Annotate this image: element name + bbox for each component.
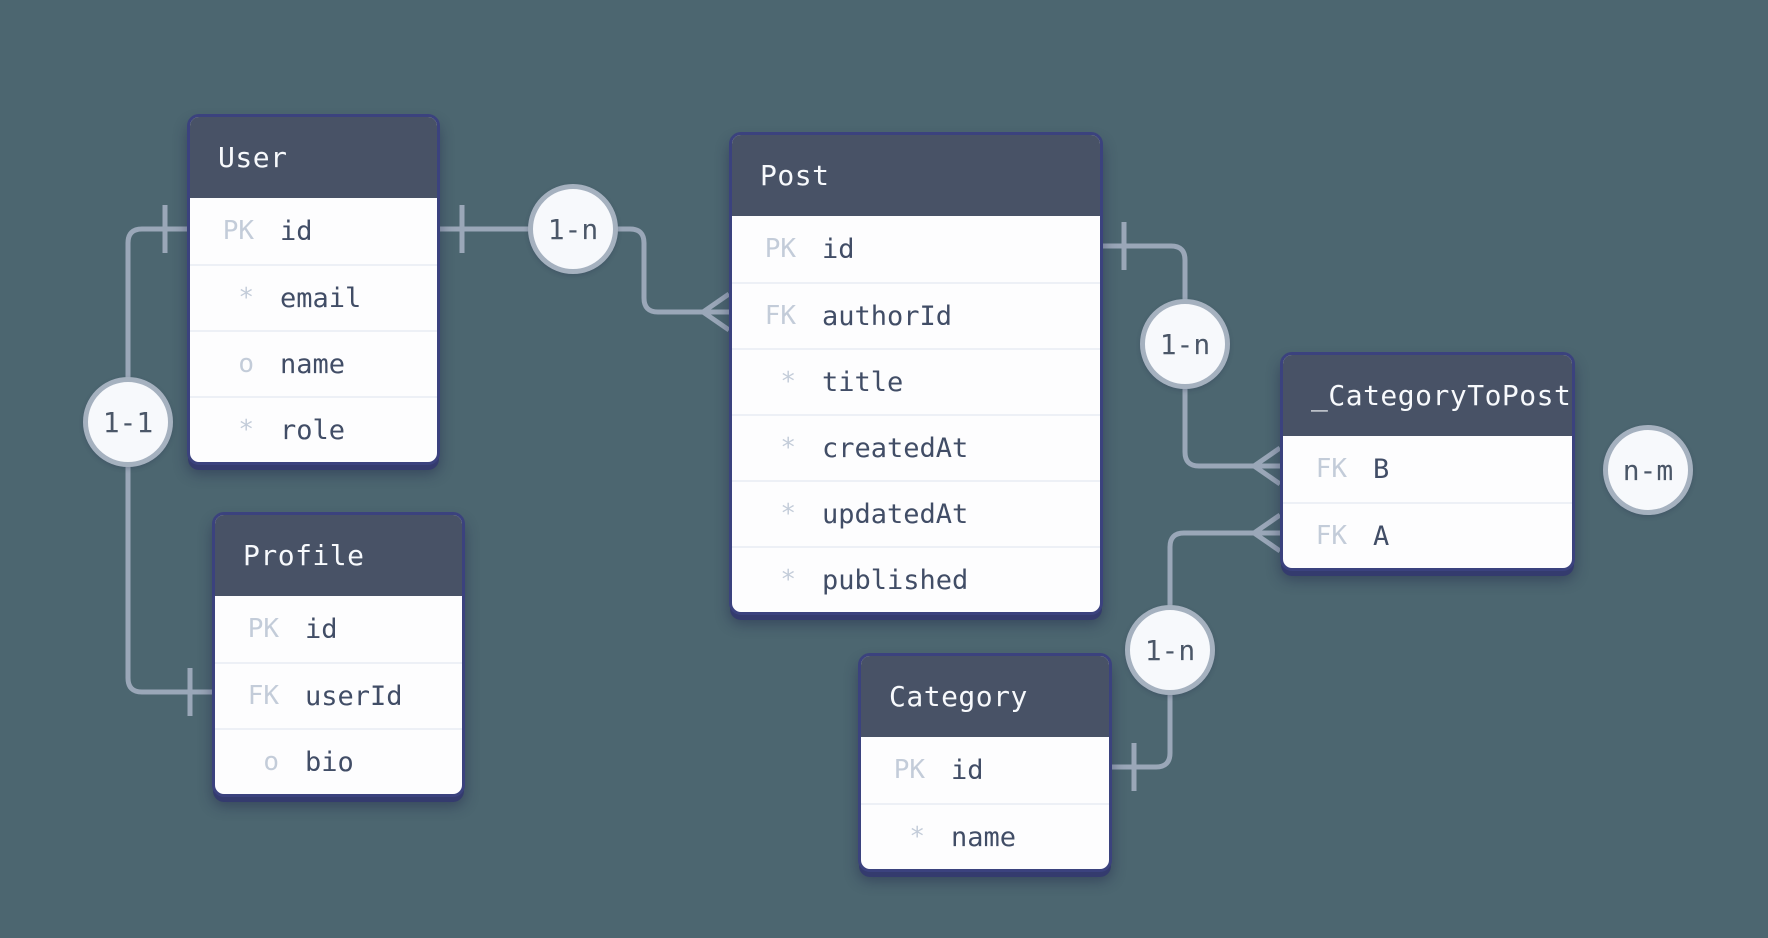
table-row: * published — [732, 546, 1100, 612]
key-marker: PK — [893, 755, 925, 785]
key-marker: * — [238, 283, 254, 313]
table-row: * name — [861, 803, 1109, 869]
key-marker: FK — [1315, 521, 1347, 551]
table-row: PK id — [190, 198, 437, 264]
column-name: bio — [305, 746, 354, 778]
column-name: authorId — [822, 300, 953, 332]
entity-title: _CategoryToPost — [1283, 355, 1572, 436]
column-name: id — [951, 754, 984, 786]
key-marker: o — [263, 747, 279, 777]
key-marker: o — [238, 349, 254, 379]
cardinality-badge-1-1: 1-1 — [83, 377, 173, 467]
key-marker: * — [780, 499, 796, 529]
entity-title: User — [190, 117, 437, 198]
column-name: role — [280, 414, 346, 446]
entity-table-categorytopost: _CategoryToPost FK B FK A — [1280, 352, 1575, 571]
cardinality-badge-1-n-user-post: 1-n — [528, 184, 618, 274]
table-row: * updatedAt — [732, 480, 1100, 546]
table-row: * email — [190, 264, 437, 330]
table-row: PK id — [732, 216, 1100, 282]
key-marker: PK — [222, 216, 254, 246]
table-row: PK id — [861, 737, 1109, 803]
cardinality-badge-n-m: n-m — [1603, 425, 1693, 515]
column-name: published — [822, 564, 969, 596]
table-row: FK A — [1283, 502, 1572, 568]
table-row: FK userId — [215, 662, 462, 728]
column-name: A — [1373, 520, 1390, 552]
column-name: email — [280, 282, 362, 314]
crow-foot-jointable-a — [1252, 512, 1282, 554]
table-row: * createdAt — [732, 414, 1100, 480]
entity-title: Profile — [215, 515, 462, 596]
entity-title: Post — [732, 135, 1100, 216]
table-row: FK B — [1283, 436, 1572, 502]
crow-foot-jointable-b — [1252, 445, 1282, 487]
key-marker: * — [780, 433, 796, 463]
column-name: userId — [305, 680, 403, 712]
cardinality-badge-1-n-category-join: 1-n — [1125, 605, 1215, 695]
column-name: id — [822, 233, 855, 265]
key-marker: FK — [764, 301, 796, 331]
line-user-post-right — [616, 226, 703, 315]
table-row: o name — [190, 330, 437, 396]
column-name: id — [280, 215, 313, 247]
table-row: o bio — [215, 728, 462, 794]
column-name: B — [1373, 453, 1390, 485]
column-name: name — [280, 348, 346, 380]
entity-table-category: Category PK id * name — [858, 653, 1112, 872]
entity-title: Category — [861, 656, 1109, 737]
key-marker: PK — [247, 614, 279, 644]
key-marker: * — [238, 415, 254, 445]
crow-foot-post-authorid — [701, 291, 731, 333]
column-name: name — [951, 821, 1017, 853]
key-marker: * — [780, 367, 796, 397]
entity-table-post: Post PK id FK authorId * title * created… — [729, 132, 1103, 615]
column-name: createdAt — [822, 432, 969, 464]
cardinality-badge-1-n-post-join: 1-n — [1140, 299, 1230, 389]
table-row: FK authorId — [732, 282, 1100, 348]
column-name: updatedAt — [822, 498, 969, 530]
table-row: * role — [190, 396, 437, 462]
key-marker: * — [780, 565, 796, 595]
table-row: PK id — [215, 596, 462, 662]
key-marker: * — [909, 822, 925, 852]
entity-table-profile: Profile PK id FK userId o bio — [212, 512, 465, 797]
key-marker: FK — [247, 681, 279, 711]
entity-table-user: User PK id * email o name * role — [187, 114, 440, 465]
table-row: * title — [732, 348, 1100, 414]
column-name: id — [305, 613, 338, 645]
key-marker: FK — [1315, 454, 1347, 484]
key-marker: PK — [764, 234, 796, 264]
column-name: title — [822, 366, 904, 398]
